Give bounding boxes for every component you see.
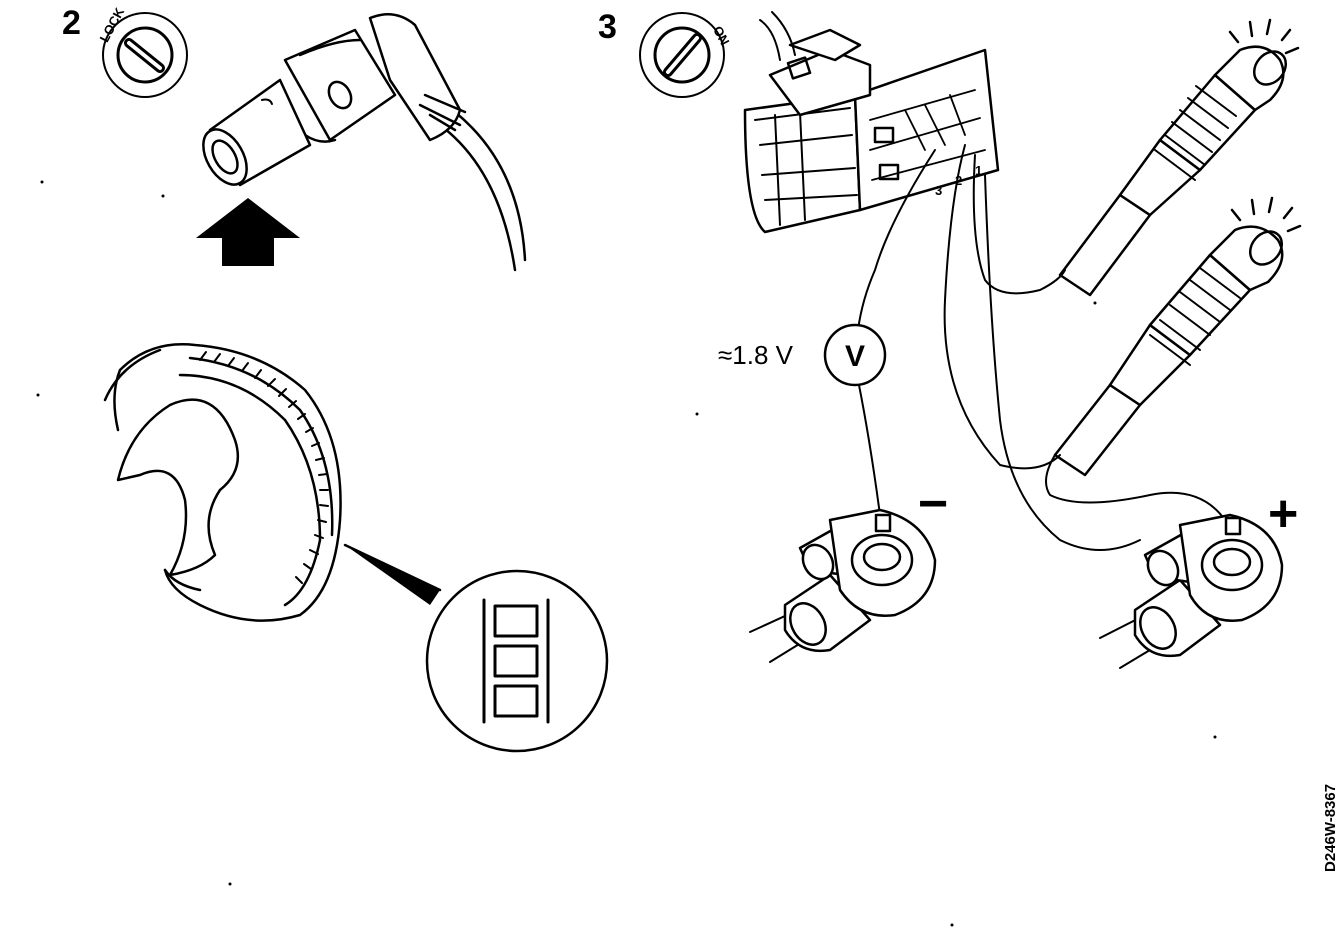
- battery-terminal-negative: [749, 508, 937, 663]
- pin-label-1: 1: [975, 163, 982, 178]
- ignition-switch-lock-icon: LOCK: [97, 5, 188, 98]
- pin-label-3: 3: [935, 183, 942, 198]
- battery-terminal-positive: [1099, 513, 1284, 669]
- tooth-detail-callout: [343, 543, 609, 753]
- insert-arrow-icon: [196, 198, 300, 266]
- crankshaft-sensor: [202, 13, 527, 272]
- positive-sign: +: [1268, 485, 1299, 543]
- step-number-2: 2: [62, 4, 81, 42]
- sensor-connector: 3 2 1: [743, 11, 1000, 234]
- reluctor-ring: [103, 343, 342, 622]
- test-wires: [857, 144, 1226, 551]
- ring-teeth: [199, 351, 329, 584]
- voltage-reading: ≈1.8 V: [718, 340, 793, 370]
- scan-speckles: [36, 180, 1217, 927]
- voltmeter-icon: V: [823, 323, 887, 387]
- step-number-3: 3: [598, 8, 617, 46]
- negative-sign: −: [918, 475, 949, 533]
- ignition-switch-on-icon: ON: [639, 12, 733, 98]
- pin-label-2: 2: [955, 173, 962, 188]
- test-probe-upper: [1058, 18, 1300, 297]
- test-probe-lower: [1053, 196, 1302, 477]
- voltmeter-symbol: V: [845, 340, 865, 373]
- figure-code: D246W-8367: [1322, 783, 1339, 872]
